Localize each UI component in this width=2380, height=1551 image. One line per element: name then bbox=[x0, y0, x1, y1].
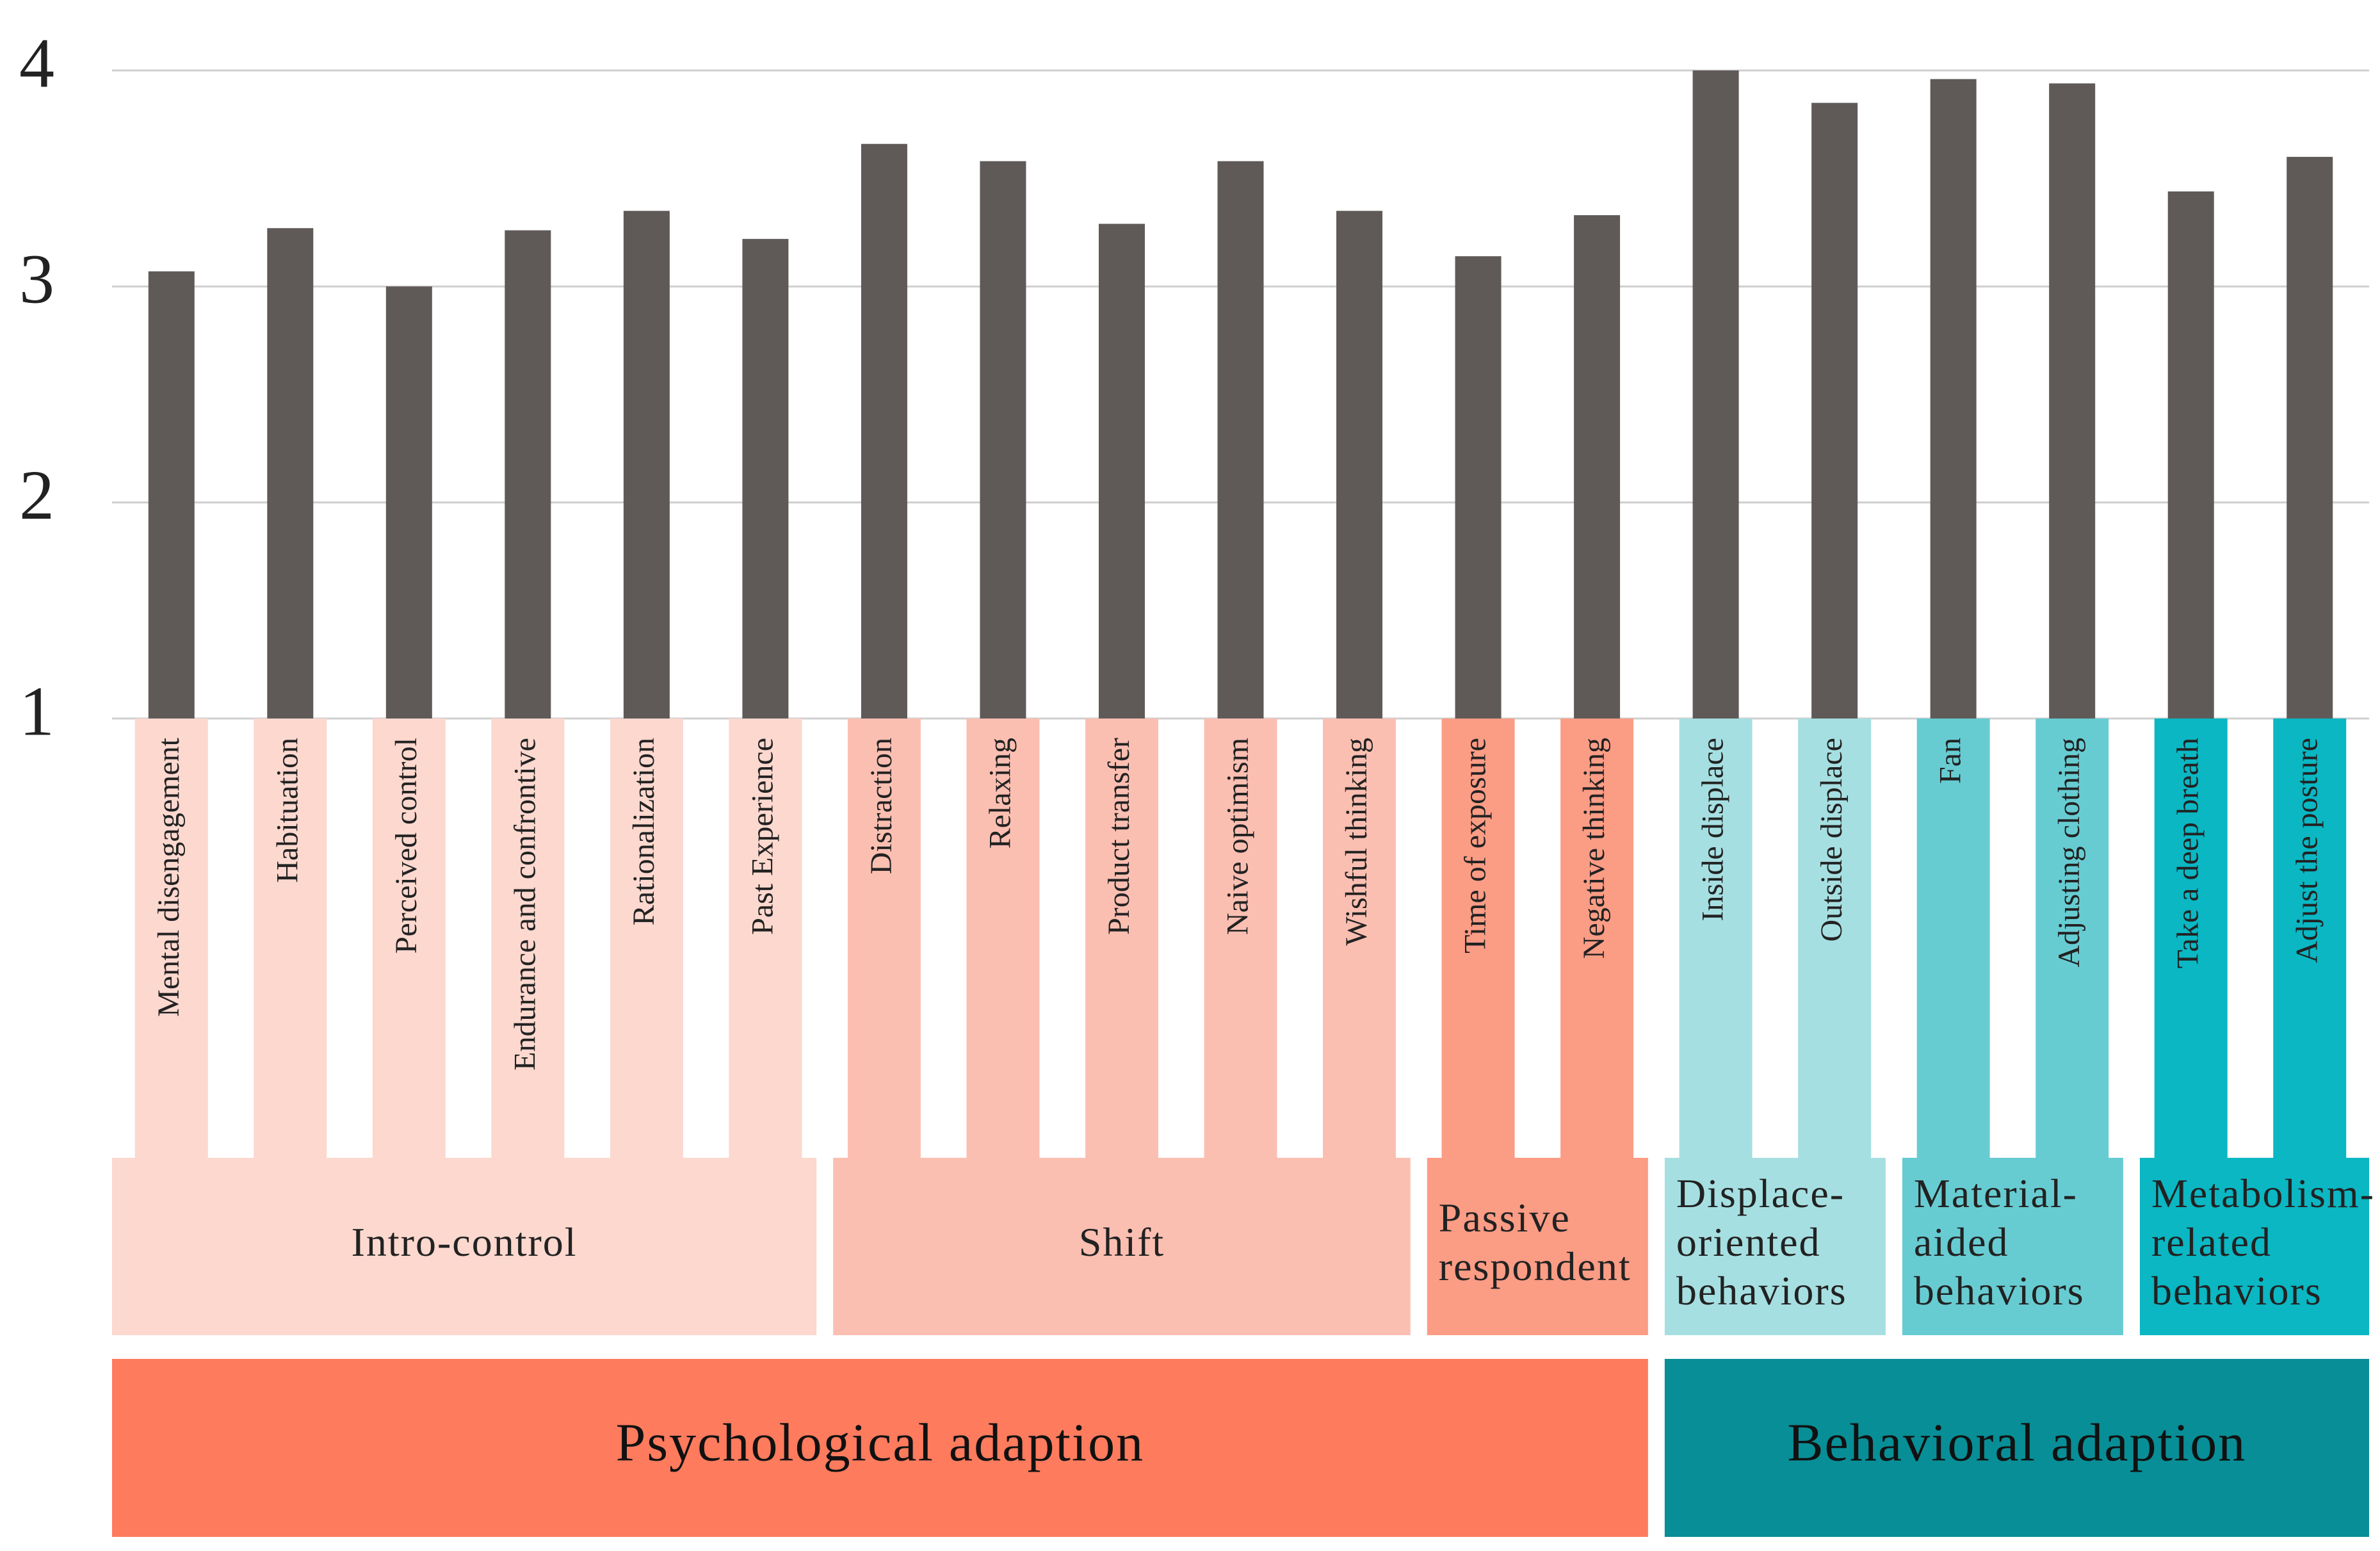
subgroup-box bbox=[1902, 1158, 2123, 1335]
subgroup-label: Shift bbox=[1079, 1219, 1165, 1265]
bar bbox=[980, 161, 1026, 719]
category-label: Wishful thinking bbox=[1340, 738, 1373, 946]
category-label: Habituation bbox=[270, 738, 304, 883]
category-strip bbox=[1323, 719, 1396, 1158]
subgroup-box bbox=[2139, 1158, 2369, 1335]
bar bbox=[267, 228, 314, 719]
subgroup-box bbox=[1427, 1158, 1648, 1335]
category-label: Past Experience bbox=[745, 738, 779, 935]
category-strip bbox=[2273, 719, 2347, 1158]
bar bbox=[1098, 223, 1145, 719]
bar bbox=[1217, 161, 1264, 719]
group-box bbox=[112, 1359, 1648, 1537]
category-label: Endurance and confrontive bbox=[508, 738, 542, 1071]
y-tick-label: 4 bbox=[19, 24, 54, 102]
y-tick-label: 2 bbox=[19, 456, 54, 534]
subgroup-box bbox=[1664, 1158, 1886, 1335]
bar bbox=[1455, 256, 1502, 719]
bar bbox=[1692, 70, 1739, 719]
category-label: Rationalization bbox=[627, 738, 661, 925]
subgroup-label: related bbox=[2151, 1219, 2272, 1265]
bar bbox=[2049, 83, 2096, 719]
subgroup-label: Passive bbox=[1439, 1195, 1571, 1240]
category-label: Take a deep breath bbox=[2171, 738, 2205, 968]
category-label: Perceived control bbox=[389, 738, 423, 954]
bar bbox=[861, 143, 907, 719]
category-label: Outside displace bbox=[1815, 738, 1849, 942]
bar bbox=[742, 239, 789, 719]
category-strip bbox=[1441, 719, 1515, 1158]
subgroup-label: respondent bbox=[1439, 1244, 1631, 1289]
category-strip bbox=[254, 719, 327, 1158]
bar bbox=[385, 286, 432, 719]
bar bbox=[1930, 79, 1977, 719]
category-label: Naive optimism bbox=[1221, 738, 1255, 935]
subgroup-label: Material- bbox=[1914, 1171, 2078, 1216]
subgroup-label: Intro-control bbox=[352, 1219, 578, 1265]
category-strip bbox=[2154, 719, 2228, 1158]
category-strip bbox=[372, 719, 446, 1158]
subgroup-label: oriented bbox=[1676, 1219, 1821, 1265]
bar bbox=[505, 230, 551, 719]
category-strip bbox=[491, 719, 565, 1158]
category-label: Fan bbox=[1934, 738, 1968, 784]
bar bbox=[1811, 102, 1858, 719]
subgroup-label: behaviors bbox=[1914, 1268, 2085, 1313]
subgroup-box bbox=[833, 1158, 1411, 1335]
y-tick-label: 1 bbox=[19, 672, 54, 750]
category-strip bbox=[1204, 719, 1277, 1158]
category-label: Mental disengagement bbox=[152, 737, 186, 1017]
category-strip bbox=[610, 719, 683, 1158]
category-strip bbox=[1679, 719, 1753, 1158]
category-strip bbox=[847, 719, 921, 1158]
bar bbox=[2287, 156, 2333, 719]
subgroup-box bbox=[112, 1158, 817, 1335]
category-strip bbox=[134, 719, 208, 1158]
y-axis: 1 2 3 4 bbox=[19, 24, 54, 750]
subgroup-label: aided bbox=[1914, 1219, 2009, 1265]
group-boxes: Psychological adaption Behavioral adaptio… bbox=[112, 1359, 2369, 1537]
category-label: Product transfer bbox=[1102, 738, 1136, 935]
subgroup-label: behaviors bbox=[2151, 1268, 2322, 1313]
subgroup-label: Metabolism- bbox=[2151, 1171, 2375, 1216]
category-strip bbox=[1085, 719, 1158, 1158]
category-strips: Mental disengagement Habituation Perceived… bbox=[134, 719, 2347, 1158]
category-strip bbox=[966, 719, 1040, 1158]
bar bbox=[1336, 211, 1383, 719]
category-strip bbox=[1798, 719, 1872, 1158]
category-label: Adjusting clothing bbox=[2052, 738, 2086, 968]
y-tick-label: 3 bbox=[19, 240, 54, 318]
category-strip bbox=[2036, 719, 2109, 1158]
group-label: Psychological adaption bbox=[616, 1413, 1145, 1472]
bar bbox=[148, 271, 195, 719]
category-strip bbox=[729, 719, 802, 1158]
bar bbox=[623, 211, 670, 719]
category-label: Adjust the posture bbox=[2290, 738, 2324, 963]
category-label: Distraction bbox=[864, 738, 898, 874]
bar bbox=[2167, 191, 2214, 719]
category-label: Time of exposure bbox=[1459, 738, 1493, 954]
category-strip bbox=[1560, 719, 1634, 1158]
bar-series bbox=[148, 70, 2333, 719]
category-strip bbox=[1916, 719, 1990, 1158]
group-label: Behavioral adaption bbox=[1788, 1413, 2247, 1472]
group-box bbox=[1664, 1359, 2369, 1537]
category-label: Inside displace bbox=[1696, 738, 1730, 922]
bar bbox=[1574, 215, 1621, 719]
subgroup-label: Displace- bbox=[1676, 1171, 1845, 1216]
category-label: Relaxing bbox=[983, 738, 1017, 849]
category-label: Negative thinking bbox=[1577, 738, 1611, 959]
subgroup-label: behaviors bbox=[1676, 1268, 1847, 1313]
